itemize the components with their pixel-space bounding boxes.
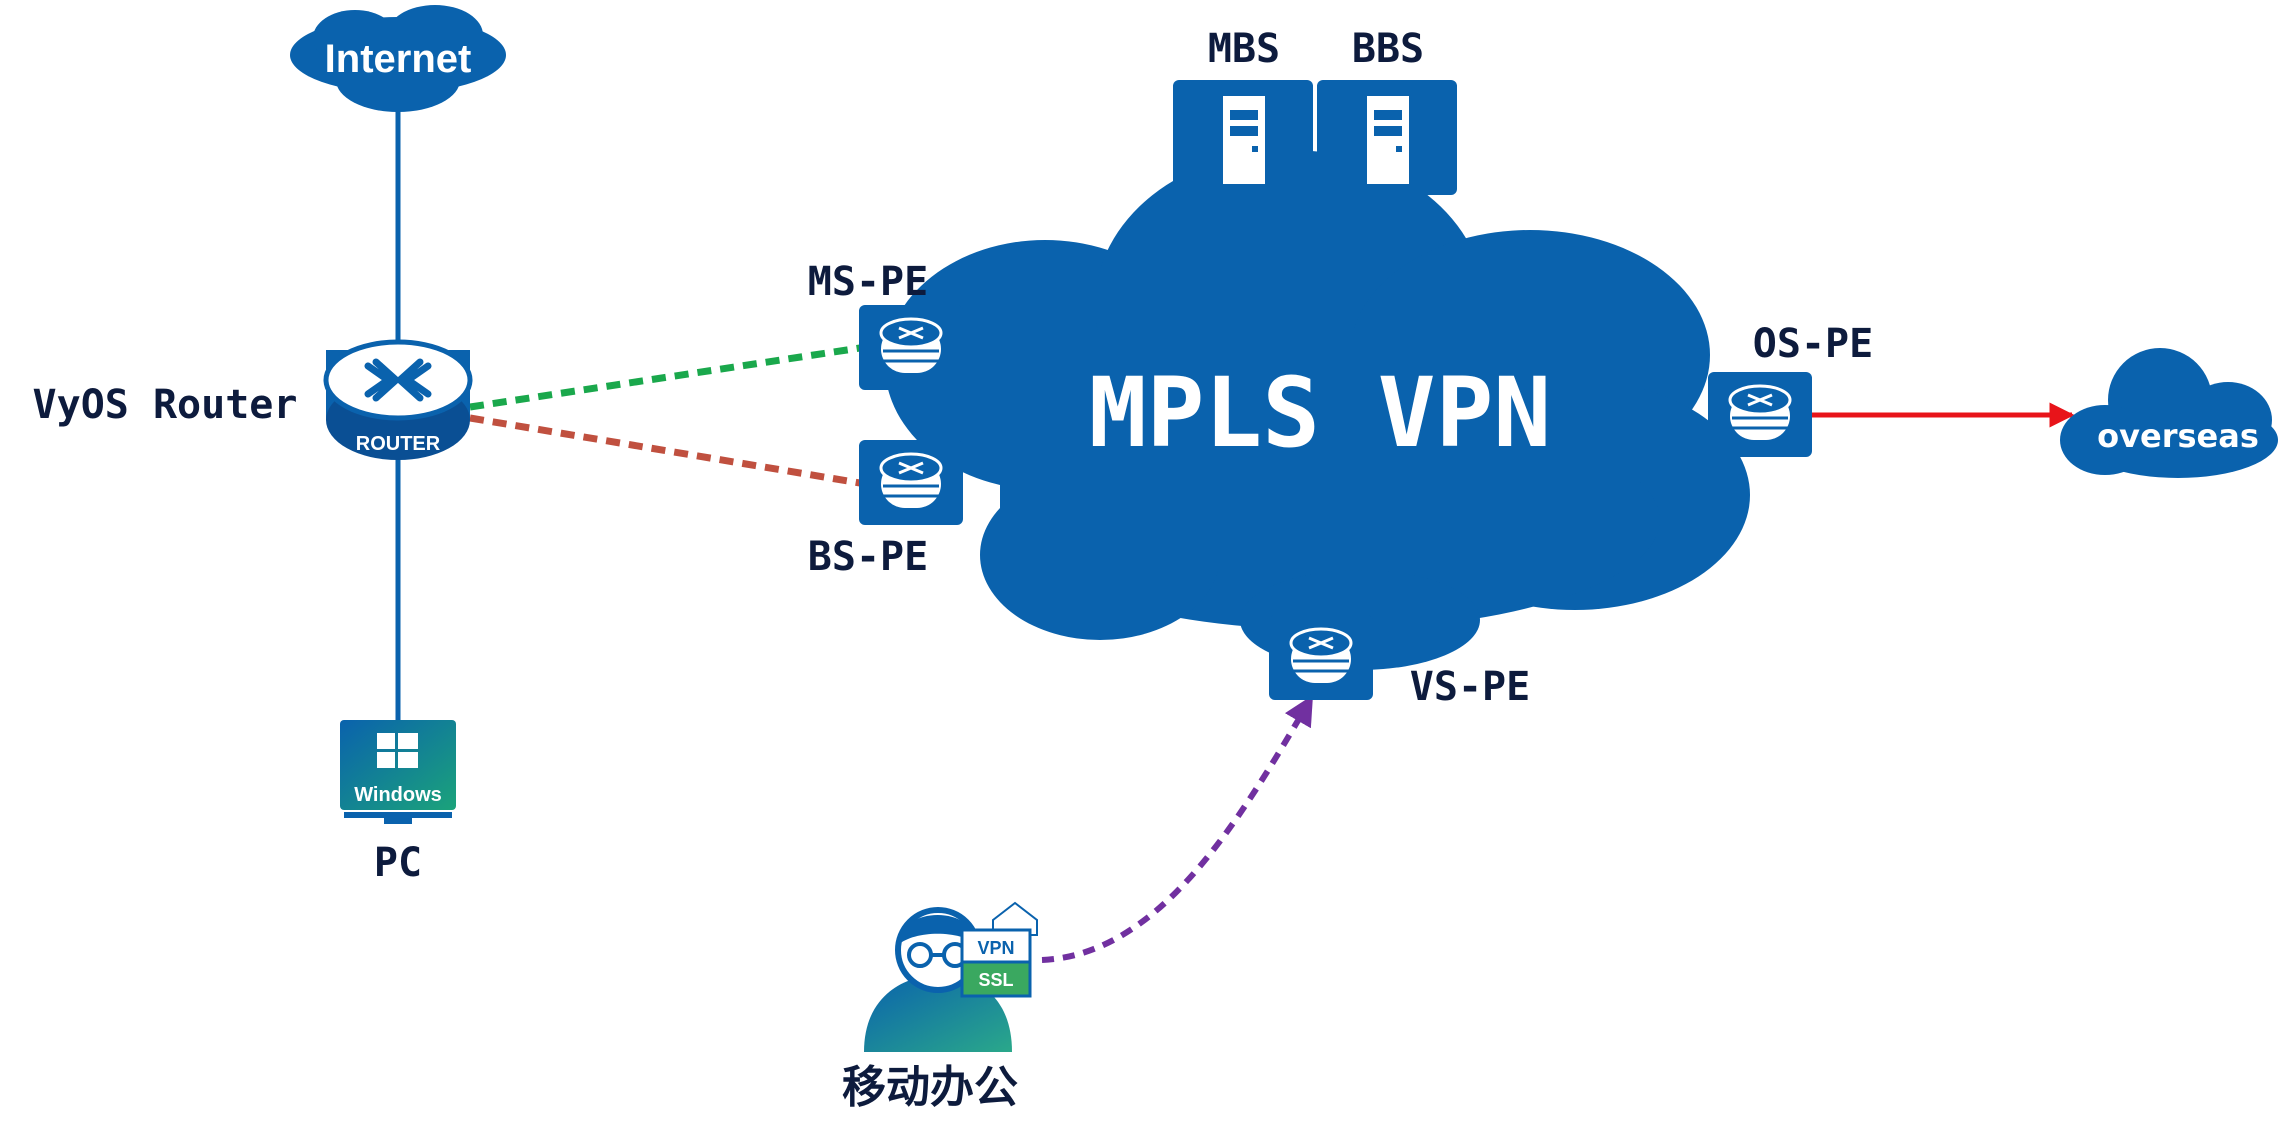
ms-pe-label: MS-PE [808, 259, 928, 305]
windows-monitor-icon [340, 720, 456, 824]
vs-pe-router-icon [1269, 615, 1373, 700]
router-badge-label: ROUTER [356, 433, 441, 455]
user-icon [864, 907, 1012, 1052]
overseas-label: overseas [2097, 417, 2259, 455]
ms-pe-router-icon [859, 305, 963, 390]
overseas-cloud-icon [2060, 348, 2278, 478]
windows-label: Windows [354, 784, 442, 806]
mbs-server-icon [1173, 80, 1313, 195]
vpn-ssl-icon [960, 901, 1038, 998]
mobile-vs-pe-link [1041, 694, 1314, 963]
mobile-office-label: 移动办公 [842, 1062, 1018, 1113]
router-bs-pe-link [469, 414, 861, 487]
os-pe-label: OS-PE [1753, 321, 1873, 367]
vyos-router-label: VyOS Router [33, 382, 298, 428]
links [395, 110, 2075, 963]
vpn-badge-label: VPN [977, 938, 1014, 958]
bs-pe-router-icon [859, 440, 963, 525]
mpls-vpn-label: MPLS VPN [1089, 357, 1551, 469]
internet-label: Internet [325, 37, 472, 81]
bbs-server-icon [1317, 80, 1457, 195]
mbs-label: MBS [1208, 26, 1280, 72]
ssl-badge-label: SSL [978, 970, 1013, 990]
internet-cloud-icon [290, 5, 506, 112]
bbs-label: BBS [1352, 26, 1424, 72]
router-icon [323, 339, 473, 460]
os-pe-router-icon [1708, 372, 1812, 457]
vs-pe-label: VS-PE [1410, 664, 1530, 710]
pc-label: PC [374, 840, 422, 886]
bs-pe-label: BS-PE [808, 534, 928, 580]
mpls-cloud-icon [885, 150, 1750, 670]
router-ms-pe-link [469, 344, 861, 411]
